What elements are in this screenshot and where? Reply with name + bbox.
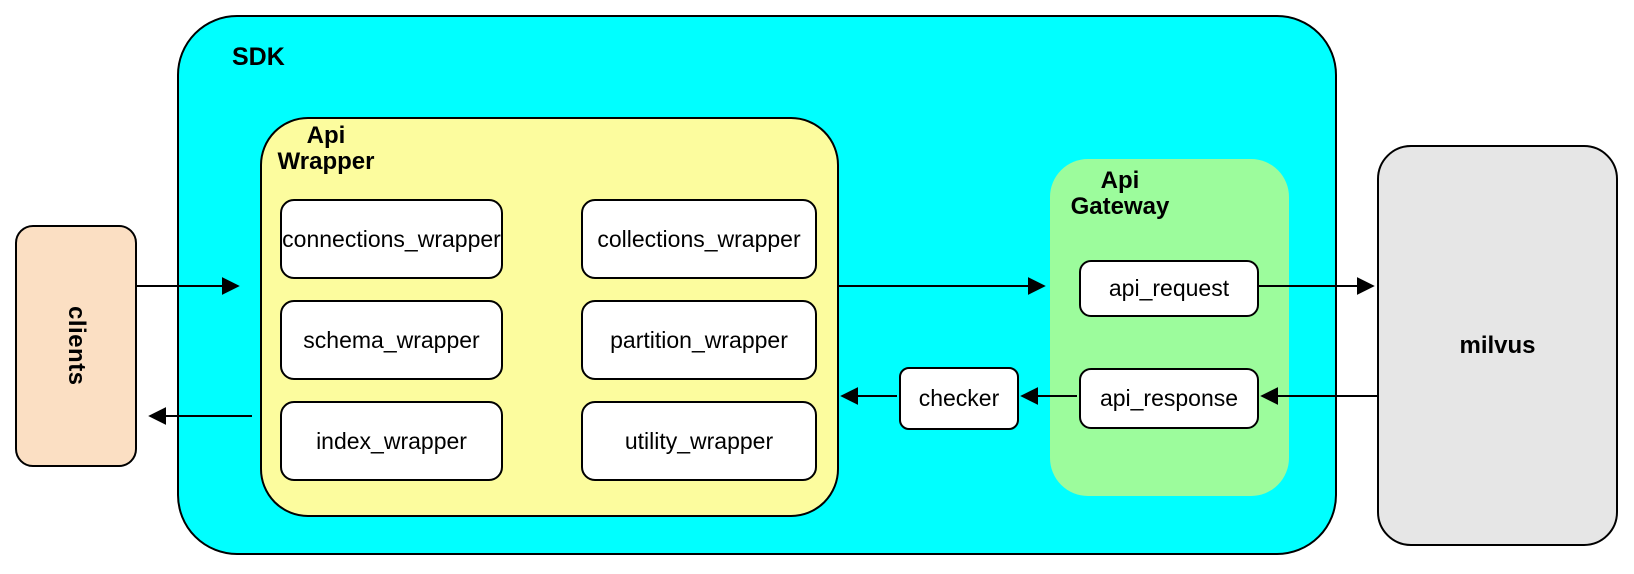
api-gateway-label: Api Gateway bbox=[1068, 168, 1172, 220]
index-wrapper-node: index_wrapper bbox=[280, 401, 503, 481]
api-wrapper-label-line1: Api bbox=[306, 122, 346, 149]
schema-wrapper-node: schema_wrapper bbox=[280, 300, 503, 380]
collections-wrapper-node: collections_wrapper bbox=[581, 199, 817, 279]
milvus-label: milvus bbox=[1459, 331, 1536, 359]
clients-label: clients bbox=[63, 306, 90, 386]
api-wrapper-container: Api Wrapper connections_wrapper collecti… bbox=[260, 117, 839, 517]
api-gateway-container: Api Gateway api_request api_response bbox=[1050, 159, 1289, 496]
api-gateway-label-line2: Gateway bbox=[1070, 193, 1170, 220]
api-gateway-label-line1: Api bbox=[1100, 167, 1140, 194]
checker-node: checker bbox=[899, 367, 1019, 430]
sdk-container: SDK Api Wrapper connections_wrapper coll… bbox=[177, 15, 1337, 555]
api-wrapper-label-line2: Wrapper bbox=[277, 148, 375, 175]
partition-wrapper-node: partition_wrapper bbox=[581, 300, 817, 380]
connections-wrapper-node: connections_wrapper bbox=[280, 199, 503, 279]
api-request-node: api_request bbox=[1079, 260, 1259, 317]
sdk-label: SDK bbox=[232, 43, 285, 71]
milvus-node: milvus bbox=[1377, 145, 1618, 546]
api-response-node: api_response bbox=[1079, 368, 1259, 429]
api-wrapper-label: Api Wrapper bbox=[274, 123, 378, 175]
clients-node: clients bbox=[15, 225, 137, 467]
utility-wrapper-node: utility_wrapper bbox=[581, 401, 817, 481]
